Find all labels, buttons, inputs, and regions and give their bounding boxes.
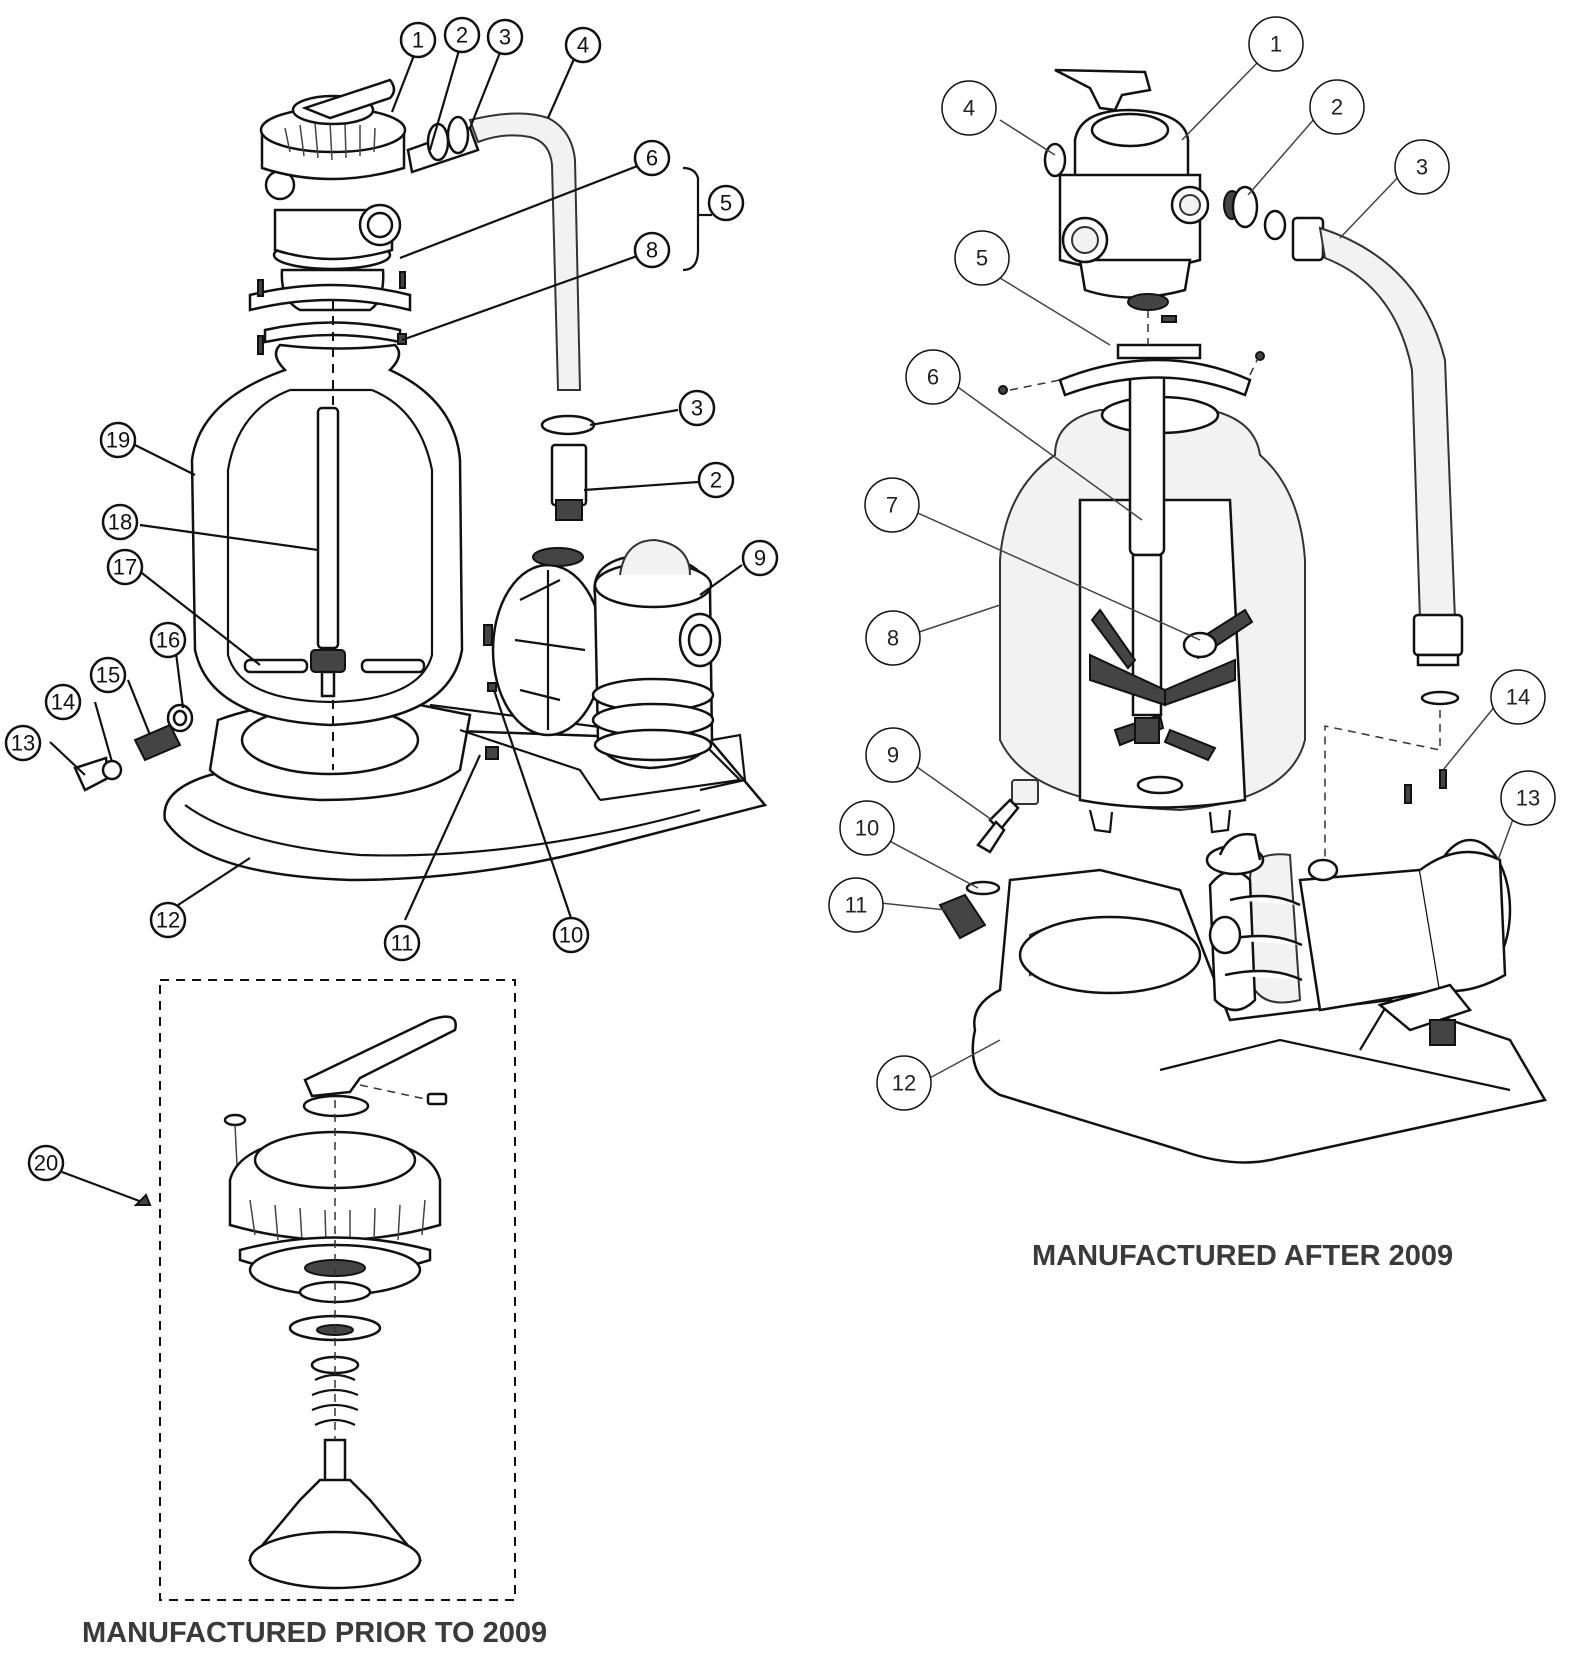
left-callout-3b: 3: [691, 396, 703, 421]
right-drain-9-11: [938, 779, 1039, 940]
right-callout-8: 8: [887, 626, 899, 651]
left-callout-11: 11: [391, 931, 414, 956]
right-callout-10: 10: [855, 816, 879, 841]
right-tank-8: [999, 363, 1306, 834]
right-callout-2: 2: [1331, 95, 1343, 120]
right-pump-13: [1205, 832, 1512, 1046]
left-multiport-valve-1: [248, 78, 412, 344]
caption-prior-2009: MANUFACTURED PRIOR TO 2009: [82, 1617, 547, 1649]
right-laterals-7: [1089, 608, 1254, 762]
left-callout-10: 10: [559, 923, 583, 948]
left-callout-20: 20: [34, 1151, 58, 1176]
right-callout-13: 13: [1516, 786, 1540, 811]
left-callout-19: 19: [106, 428, 130, 453]
left-drain-13-16: [73, 703, 194, 792]
left-callout-13: 13: [11, 731, 35, 756]
right-callout-5: 5: [976, 246, 988, 271]
left-callout-4: 4: [577, 33, 589, 58]
left-callout-1: 1: [412, 28, 424, 53]
right-callout-4: 4: [963, 96, 975, 121]
left-callout-12: 12: [156, 908, 180, 933]
left-callout-9: 9: [754, 546, 766, 571]
caption-after-2009: MANUFACTURED AFTER 2009: [1032, 1240, 1453, 1272]
left-callout-5: 5: [720, 191, 732, 216]
right-callouts: 1 2 3 4 5 6 7 8 9 10 11 12 13 1: [828, 16, 1556, 1111]
right-multiport-valve-1: [1043, 68, 1210, 345]
left-callout-2: 2: [456, 23, 468, 48]
left-callout-6: 6: [646, 146, 658, 171]
left-callout-2b: 2: [710, 468, 722, 493]
left-callouts: 1 2 3 4 5 6 8 3 2 9 19 18 17 16: [4, 16, 779, 1207]
left-tank-19: [190, 343, 464, 727]
left-laterals-17: [243, 649, 426, 698]
valve-detail-20: [159, 979, 516, 1601]
right-assembly: 1 2 3 4 5 6 7 8 9 10 11 12 13 1: [828, 16, 1556, 1272]
right-callout-6: 6: [927, 365, 939, 390]
left-callout-3: 3: [499, 25, 511, 50]
right-clamp-5: [998, 315, 1265, 397]
right-callout-14: 14: [1506, 685, 1530, 710]
right-callout-1: 1: [1270, 32, 1282, 57]
right-callout-12: 12: [892, 1071, 916, 1096]
right-hose-3: [1223, 185, 1464, 860]
left-callout-18: 18: [108, 510, 132, 535]
right-callout-11: 11: [845, 893, 868, 918]
left-callout-15: 15: [96, 663, 120, 688]
left-hose-4: [406, 112, 596, 521]
left-callout-14: 14: [51, 690, 75, 715]
left-assembly: 1 2 3 4 5 6 8 3 2 9 19 18 17 16: [4, 16, 779, 1649]
right-callout-3: 3: [1416, 155, 1428, 180]
right-base-12: [971, 868, 1547, 1164]
left-callout-8: 8: [646, 238, 658, 263]
right-callout-9: 9: [887, 743, 899, 768]
left-callout-17: 17: [113, 555, 137, 580]
left-base-12: [163, 698, 768, 882]
left-callout-16: 16: [156, 628, 180, 653]
right-callout-7: 7: [886, 493, 898, 518]
left-pump-9: [491, 538, 747, 792]
